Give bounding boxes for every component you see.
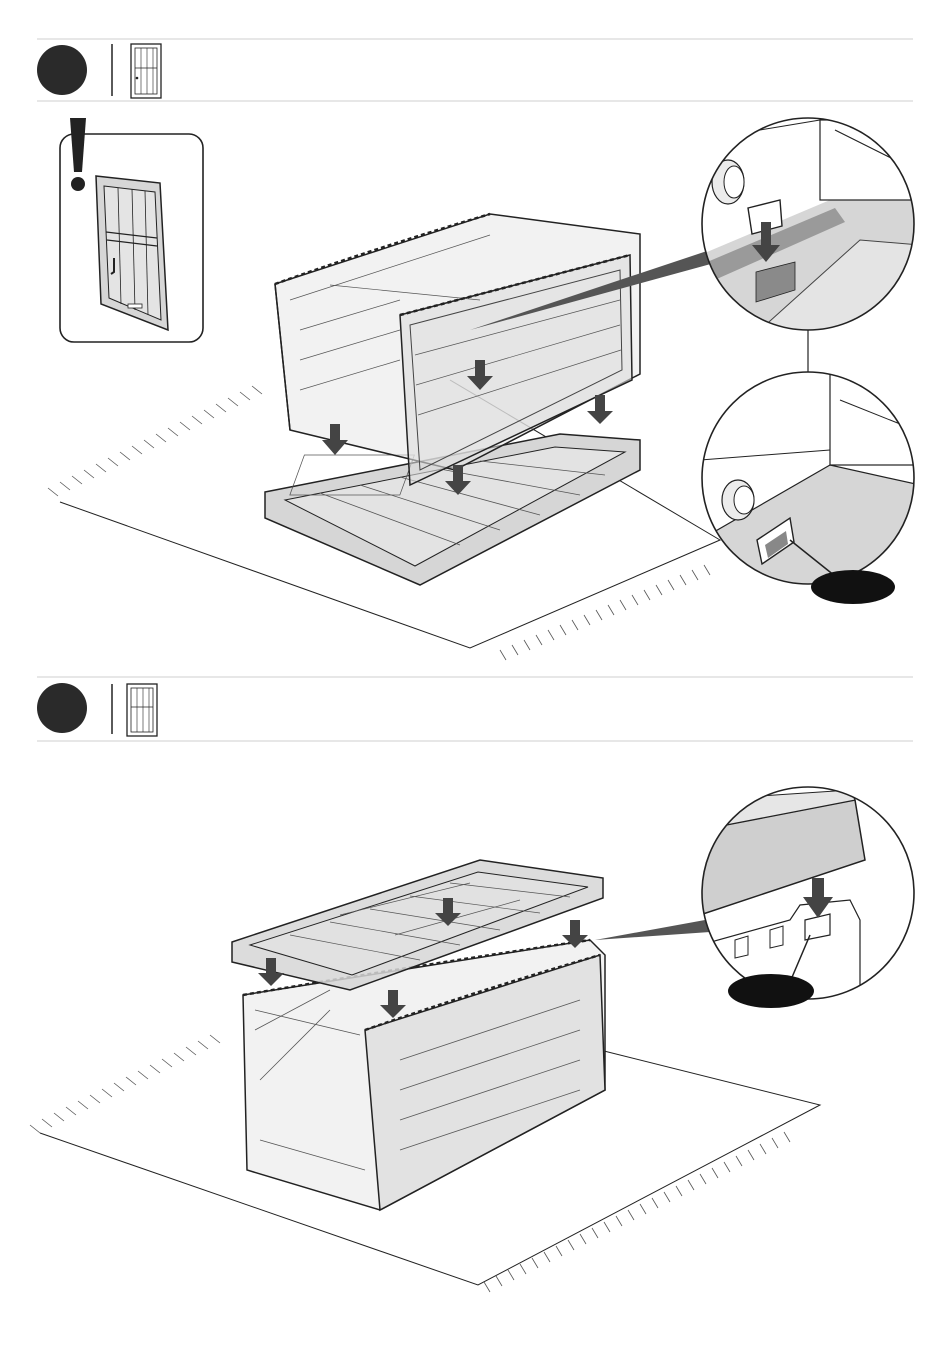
step-1-circle [37,45,87,95]
callout-oval-1 [811,570,895,604]
step-2-header [37,677,913,741]
clip-locked-detail [700,370,920,604]
step-2-circle [37,683,87,733]
door-icon [131,44,161,98]
warning-panel [60,118,203,342]
assembled-box [243,940,605,1210]
callout-connector-2 [595,920,710,940]
callout-oval-2 [728,974,814,1008]
lid-attach-detail [700,787,914,1008]
door-illustration [96,176,168,330]
clip-insert-detail [700,118,920,330]
door-icon [127,684,157,736]
step-1-header [37,39,913,101]
